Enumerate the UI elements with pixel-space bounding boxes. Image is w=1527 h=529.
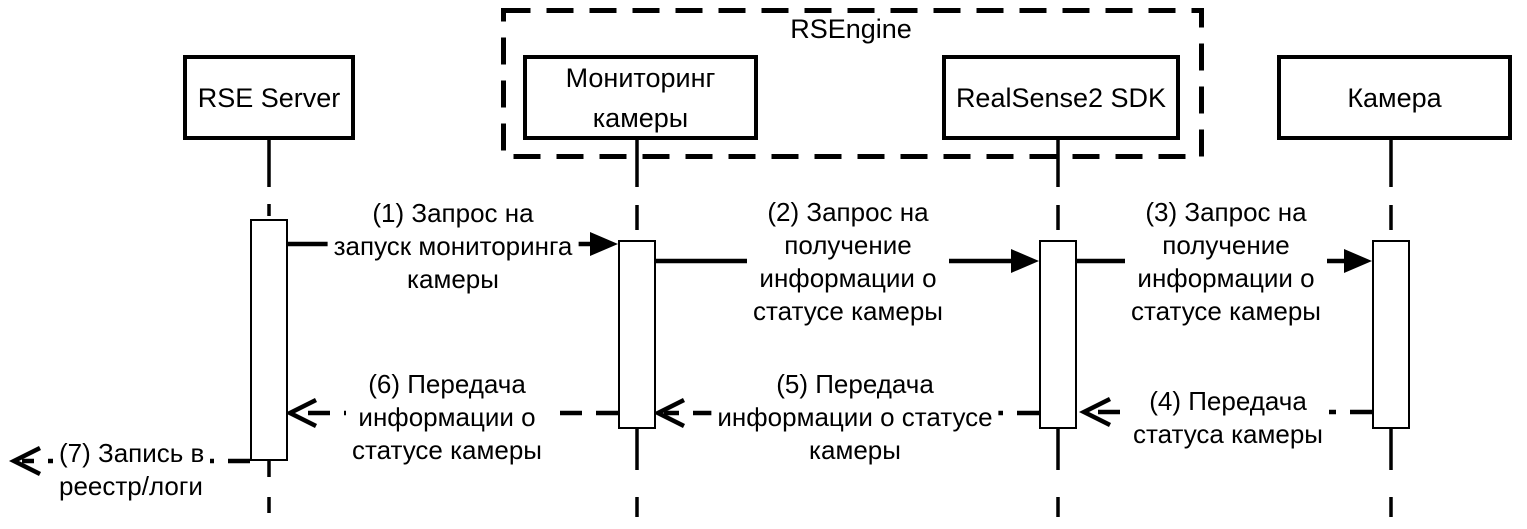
message-2-label: (2) Запрос на получение информации о ста… bbox=[747, 196, 949, 328]
activation-bar-realsense2-sdk bbox=[1039, 240, 1077, 429]
message-6-label: (6) Передача информации о статусе камеры bbox=[346, 368, 548, 467]
activation-bar-camera bbox=[1372, 240, 1410, 429]
message-3-label: (3) Запрос на получение информации о ста… bbox=[1125, 196, 1327, 328]
actor-box-realsense2-sdk: RealSense2 SDK bbox=[942, 55, 1180, 140]
message-5-label: (5) Передача информации о статусе камеры bbox=[711, 368, 999, 467]
activation-bar-rse-server bbox=[250, 219, 288, 461]
rsengine-frame-border bbox=[501, 8, 1204, 159]
message-7-label: (7) Запись в реестр/логи bbox=[53, 437, 211, 503]
message-4-label: (4) Передача статуса камеры bbox=[1127, 385, 1329, 451]
message-1-label: (1) Запрос на запуск мониторинга камеры bbox=[327, 197, 579, 296]
actor-box-camera-monitoring: Мониторинг камеры bbox=[523, 55, 758, 140]
activation-bar-camera-monitoring bbox=[618, 240, 656, 429]
actor-box-rse-server: RSE Server bbox=[183, 55, 355, 140]
rsengine-frame-title: RSEngine bbox=[790, 14, 912, 44]
actor-box-camera: Камера bbox=[1277, 55, 1512, 140]
